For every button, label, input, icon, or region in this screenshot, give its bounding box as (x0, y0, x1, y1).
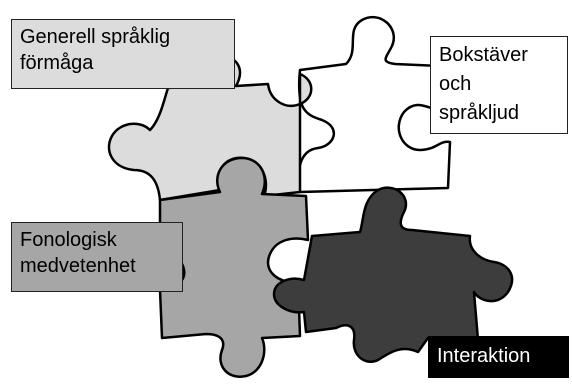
label-fonologisk-medvetenhet: Fonologisk medvetenhet (11, 222, 183, 292)
label-generell-spraklig-formaga: Generell språklig förmåga (11, 19, 235, 89)
label-interaktion: Interaktion (428, 336, 569, 378)
label-bokstaver-och-sprakljud: Bokstäver och språkljud (430, 36, 568, 134)
puzzle-piece-bokstaver (297, 15, 454, 194)
puzzle-piece-interaktion (272, 186, 514, 363)
